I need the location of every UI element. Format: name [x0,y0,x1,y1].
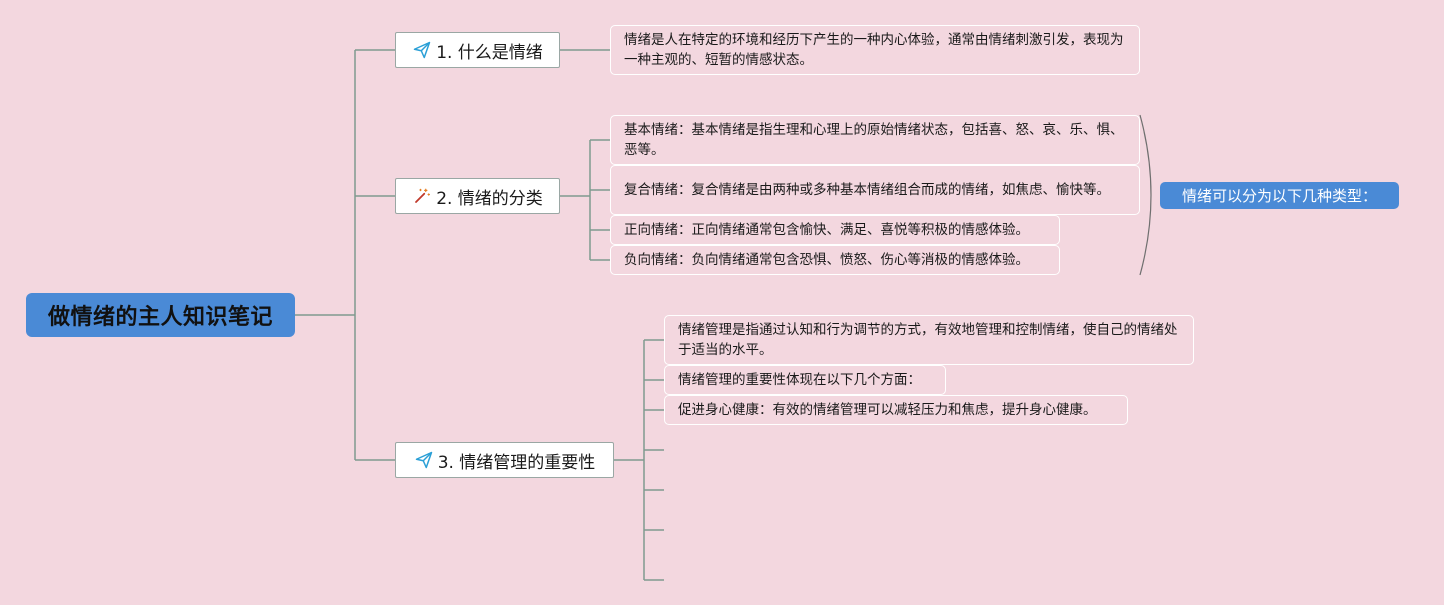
leaf-definition[interactable]: 情绪是人在特定的环境和经历下产生的一种内心体验，通常由情绪刺激引发，表现为一种主… [610,25,1140,75]
leaf-management-aspects[interactable]: 情绪管理的重要性体现在以下几个方面： [664,365,946,395]
leaf-text: 基本情绪：基本情绪是指生理和心理上的原始情绪状态，包括喜、怒、哀、乐、惧、恶等。 [624,122,1124,158]
leaf-text: 负向情绪：负向情绪通常包含恐惧、愤怒、伤心等消极的情感体验。 [624,252,1029,268]
branch-label: 1. 什么是情绪 [436,42,543,63]
summary-emotion-types[interactable]: 情绪可以分为以下几种类型： [1160,182,1399,209]
leaf-text: 正向情绪：正向情绪通常包含愉快、满足、喜悦等积极的情感体验。 [624,222,1029,238]
summary-label: 情绪可以分为以下几种类型： [1181,187,1377,205]
branch-label: 3. 情绪管理的重要性 [437,452,596,473]
leaf-text: 情绪管理是指通过认知和行为调节的方式，有效地管理和控制情绪，使自己的情绪处于适当… [678,322,1178,358]
branch-management-importance[interactable]: 3. 情绪管理的重要性 [395,442,614,478]
leaf-health-promotion[interactable]: 促进身心健康：有效的情绪管理可以减轻压力和焦虑，提升身心健康。 [664,395,1128,425]
leaf-text: 促进身心健康：有效的情绪管理可以减轻压力和焦虑，提升身心健康。 [678,402,1097,418]
magic-wand-icon [412,186,432,206]
leaf-positive-emotion[interactable]: 正向情绪：正向情绪通常包含愉快、满足、喜悦等积极的情感体验。 [610,215,1060,245]
branch-what-is-emotion[interactable]: 1. 什么是情绪 [395,32,560,68]
root-topic-label: 做情绪的主人知识笔记 [47,305,273,330]
paper-plane-icon [412,40,432,60]
branch-emotion-categories[interactable]: 2. 情绪的分类 [395,178,560,214]
leaf-management-definition[interactable]: 情绪管理是指通过认知和行为调节的方式，有效地管理和控制情绪，使自己的情绪处于适当… [664,315,1194,365]
paper-plane-icon [414,450,434,470]
leaf-basic-emotion[interactable]: 基本情绪：基本情绪是指生理和心理上的原始情绪状态，包括喜、怒、哀、乐、惧、恶等。 [610,115,1140,165]
root-topic[interactable]: 做情绪的主人知识笔记 [26,293,295,337]
summary-brace [1139,114,1152,276]
leaf-compound-emotion[interactable]: 复合情绪：复合情绪是由两种或多种基本情绪组合而成的情绪，如焦虑、愉快等。 [610,165,1140,215]
leaf-negative-emotion[interactable]: 负向情绪：负向情绪通常包含恐惧、愤怒、伤心等消极的情感体验。 [610,245,1060,275]
branch-label: 2. 情绪的分类 [436,188,543,209]
leaf-text: 情绪是人在特定的环境和经历下产生的一种内心体验，通常由情绪刺激引发，表现为一种主… [624,32,1124,68]
leaf-text: 复合情绪：复合情绪是由两种或多种基本情绪组合而成的情绪，如焦虑、愉快等。 [624,182,1110,198]
leaf-text: 情绪管理的重要性体现在以下几个方面： [678,372,921,388]
